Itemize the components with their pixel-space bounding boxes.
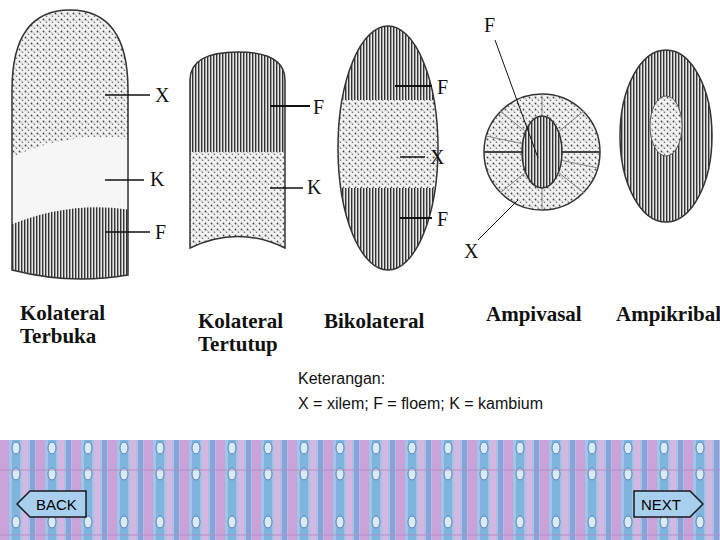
legend-heading: Keterangan: xyxy=(298,370,385,388)
type-name: Kolateral Tertutup xyxy=(198,310,298,356)
part-letter: X xyxy=(155,84,169,106)
part-letter: F xyxy=(437,76,448,98)
part-letter: K xyxy=(307,176,321,198)
button-label: NEXT xyxy=(641,496,704,513)
part-letter: F xyxy=(484,14,495,36)
next-button: NEXT xyxy=(633,490,704,518)
part-letter: X xyxy=(430,146,444,168)
part-letter: F xyxy=(437,208,448,230)
part-letter: K xyxy=(150,168,164,190)
button-label: BACK xyxy=(36,496,87,513)
part-letter: F xyxy=(313,96,324,118)
type-name: Ampikribal xyxy=(616,303,720,326)
type-name: Bikolateral xyxy=(324,310,424,333)
part-letter: X xyxy=(464,240,478,262)
part-letter: F xyxy=(155,221,166,243)
type-name: Kolateral Terbuka xyxy=(20,302,120,348)
type-name: Ampivasal xyxy=(486,303,582,326)
back-button: BACK xyxy=(16,490,87,518)
legend-text: X = xilem; F = floem; K = kambium xyxy=(298,395,543,413)
